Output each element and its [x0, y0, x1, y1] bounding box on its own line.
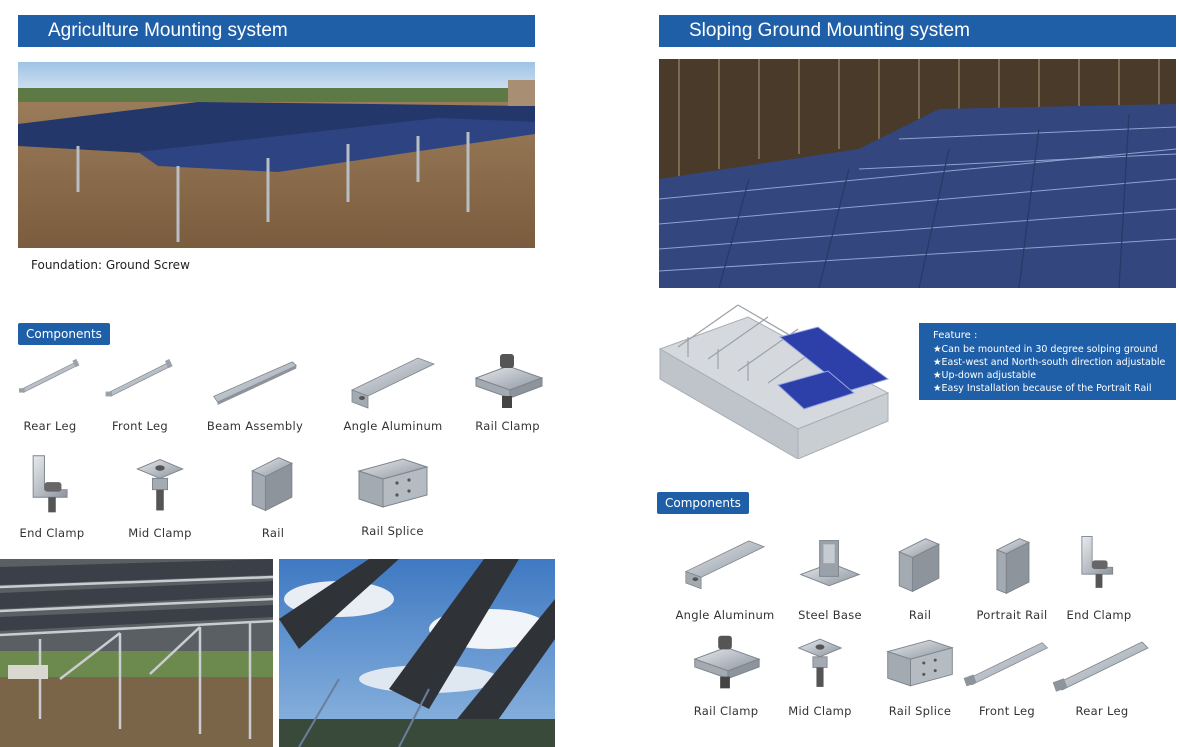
- under-panels-sky-photo: [279, 559, 555, 747]
- rail-splice-icon: [882, 632, 958, 694]
- component-label: Beam Assembly: [206, 419, 304, 433]
- end-clamp-icon: [1071, 533, 1127, 593]
- component-front-leg: Front Leg: [100, 358, 180, 433]
- component-label: Mid Clamp: [128, 526, 192, 540]
- feature-item: ★East-west and North-south direction adj…: [933, 357, 1166, 368]
- component-label: Rail: [908, 608, 932, 622]
- component-rail: Rail: [885, 533, 955, 622]
- rail-icon: [243, 452, 303, 518]
- feature-item: ★Can be mounted in 30 degree solping gro…: [933, 344, 1158, 355]
- component-label: Mid Clamp: [788, 704, 852, 718]
- component-label: Angle Aluminum: [675, 608, 775, 622]
- component-rail-splice: Rail Splice: [350, 452, 435, 538]
- component-label: Rail Splice: [888, 704, 952, 718]
- component-rail-clamp: Rail Clamp: [465, 352, 550, 433]
- component-steel-base: Steel Base: [790, 533, 870, 622]
- component-mid-clamp: Mid Clamp: [120, 452, 200, 540]
- left-title-bar: Agriculture Mounting system: [18, 15, 535, 47]
- component-angle-aluminum: Angle Aluminum: [338, 350, 448, 433]
- rear-leg-icon: [17, 358, 83, 394]
- foundation-caption: Foundation: Ground Screw: [31, 258, 190, 272]
- component-label: Steel Base: [798, 608, 862, 622]
- component-front-leg: Front Leg: [962, 632, 1052, 718]
- component-label: Angle Aluminum: [343, 419, 443, 433]
- component-label: Rear Leg: [23, 419, 77, 433]
- component-end-clamp: End Clamp: [1062, 533, 1136, 622]
- angle-aluminum-icon: [348, 350, 438, 410]
- component-label: Rail: [261, 526, 285, 540]
- steel-base-icon: [795, 533, 865, 599]
- component-label: Front Leg: [111, 419, 169, 433]
- component-angle-aluminum: Angle Aluminum: [672, 533, 778, 622]
- component-label: Rail Splice: [361, 524, 424, 538]
- portrait-rail-icon: [982, 533, 1042, 599]
- rail-clamp-icon: [687, 632, 765, 694]
- left-components-badge: Components: [18, 323, 110, 345]
- component-portrait-rail: Portrait Rail: [970, 533, 1054, 622]
- feature-item: ★Up-down adjustable: [933, 370, 1037, 381]
- component-label: Rear Leg: [1075, 704, 1129, 718]
- rail-clamp-icon: [468, 352, 548, 412]
- component-mid-clamp: Mid Clamp: [780, 632, 860, 718]
- component-rear-leg: Rear Leg: [10, 358, 90, 433]
- rear-leg-icon: [1052, 632, 1152, 696]
- component-beam-assembly: Beam Assembly: [200, 358, 310, 433]
- component-end-clamp: End Clamp: [12, 452, 92, 540]
- feature-box: Feature : ★Can be mounted in 30 degree s…: [919, 323, 1176, 400]
- agriculture-photo: [18, 62, 535, 248]
- angle-aluminum-icon: [682, 533, 768, 591]
- feature-item: ★Easy Installation because of the Portra…: [933, 383, 1152, 394]
- sloping-ground-photo: [659, 59, 1176, 288]
- component-label: Rail Clamp: [693, 704, 759, 718]
- component-label: Rail Clamp: [475, 419, 540, 433]
- mid-clamp-icon: [792, 632, 848, 694]
- component-label: Portrait Rail: [976, 608, 1048, 622]
- component-rail-splice: Rail Splice: [880, 632, 960, 718]
- rail-icon: [890, 533, 950, 599]
- component-label: Front Leg: [978, 704, 1036, 718]
- feature-heading: Feature :: [933, 330, 978, 341]
- left-title: Agriculture Mounting system: [48, 20, 288, 41]
- agriculture-structure-photo: [0, 559, 273, 747]
- front-leg-icon: [103, 358, 177, 398]
- right-title: Sloping Ground Mounting system: [689, 20, 970, 41]
- sloping-mount-diagram: [658, 297, 890, 459]
- beam-assembly-icon: [211, 358, 299, 406]
- right-title-bar: Sloping Ground Mounting system: [659, 15, 1176, 47]
- component-rail-clamp: Rail Clamp: [684, 632, 768, 718]
- front-leg-icon: [963, 632, 1051, 692]
- component-label: End Clamp: [19, 526, 85, 540]
- rail-splice-icon: [353, 452, 433, 514]
- component-rear-leg: Rear Leg: [1050, 632, 1154, 718]
- right-components-badge: Components: [657, 492, 749, 514]
- component-label: End Clamp: [1066, 608, 1132, 622]
- component-rail: Rail: [238, 452, 308, 540]
- end-clamp-icon: [22, 452, 82, 518]
- mid-clamp-icon: [130, 452, 190, 518]
